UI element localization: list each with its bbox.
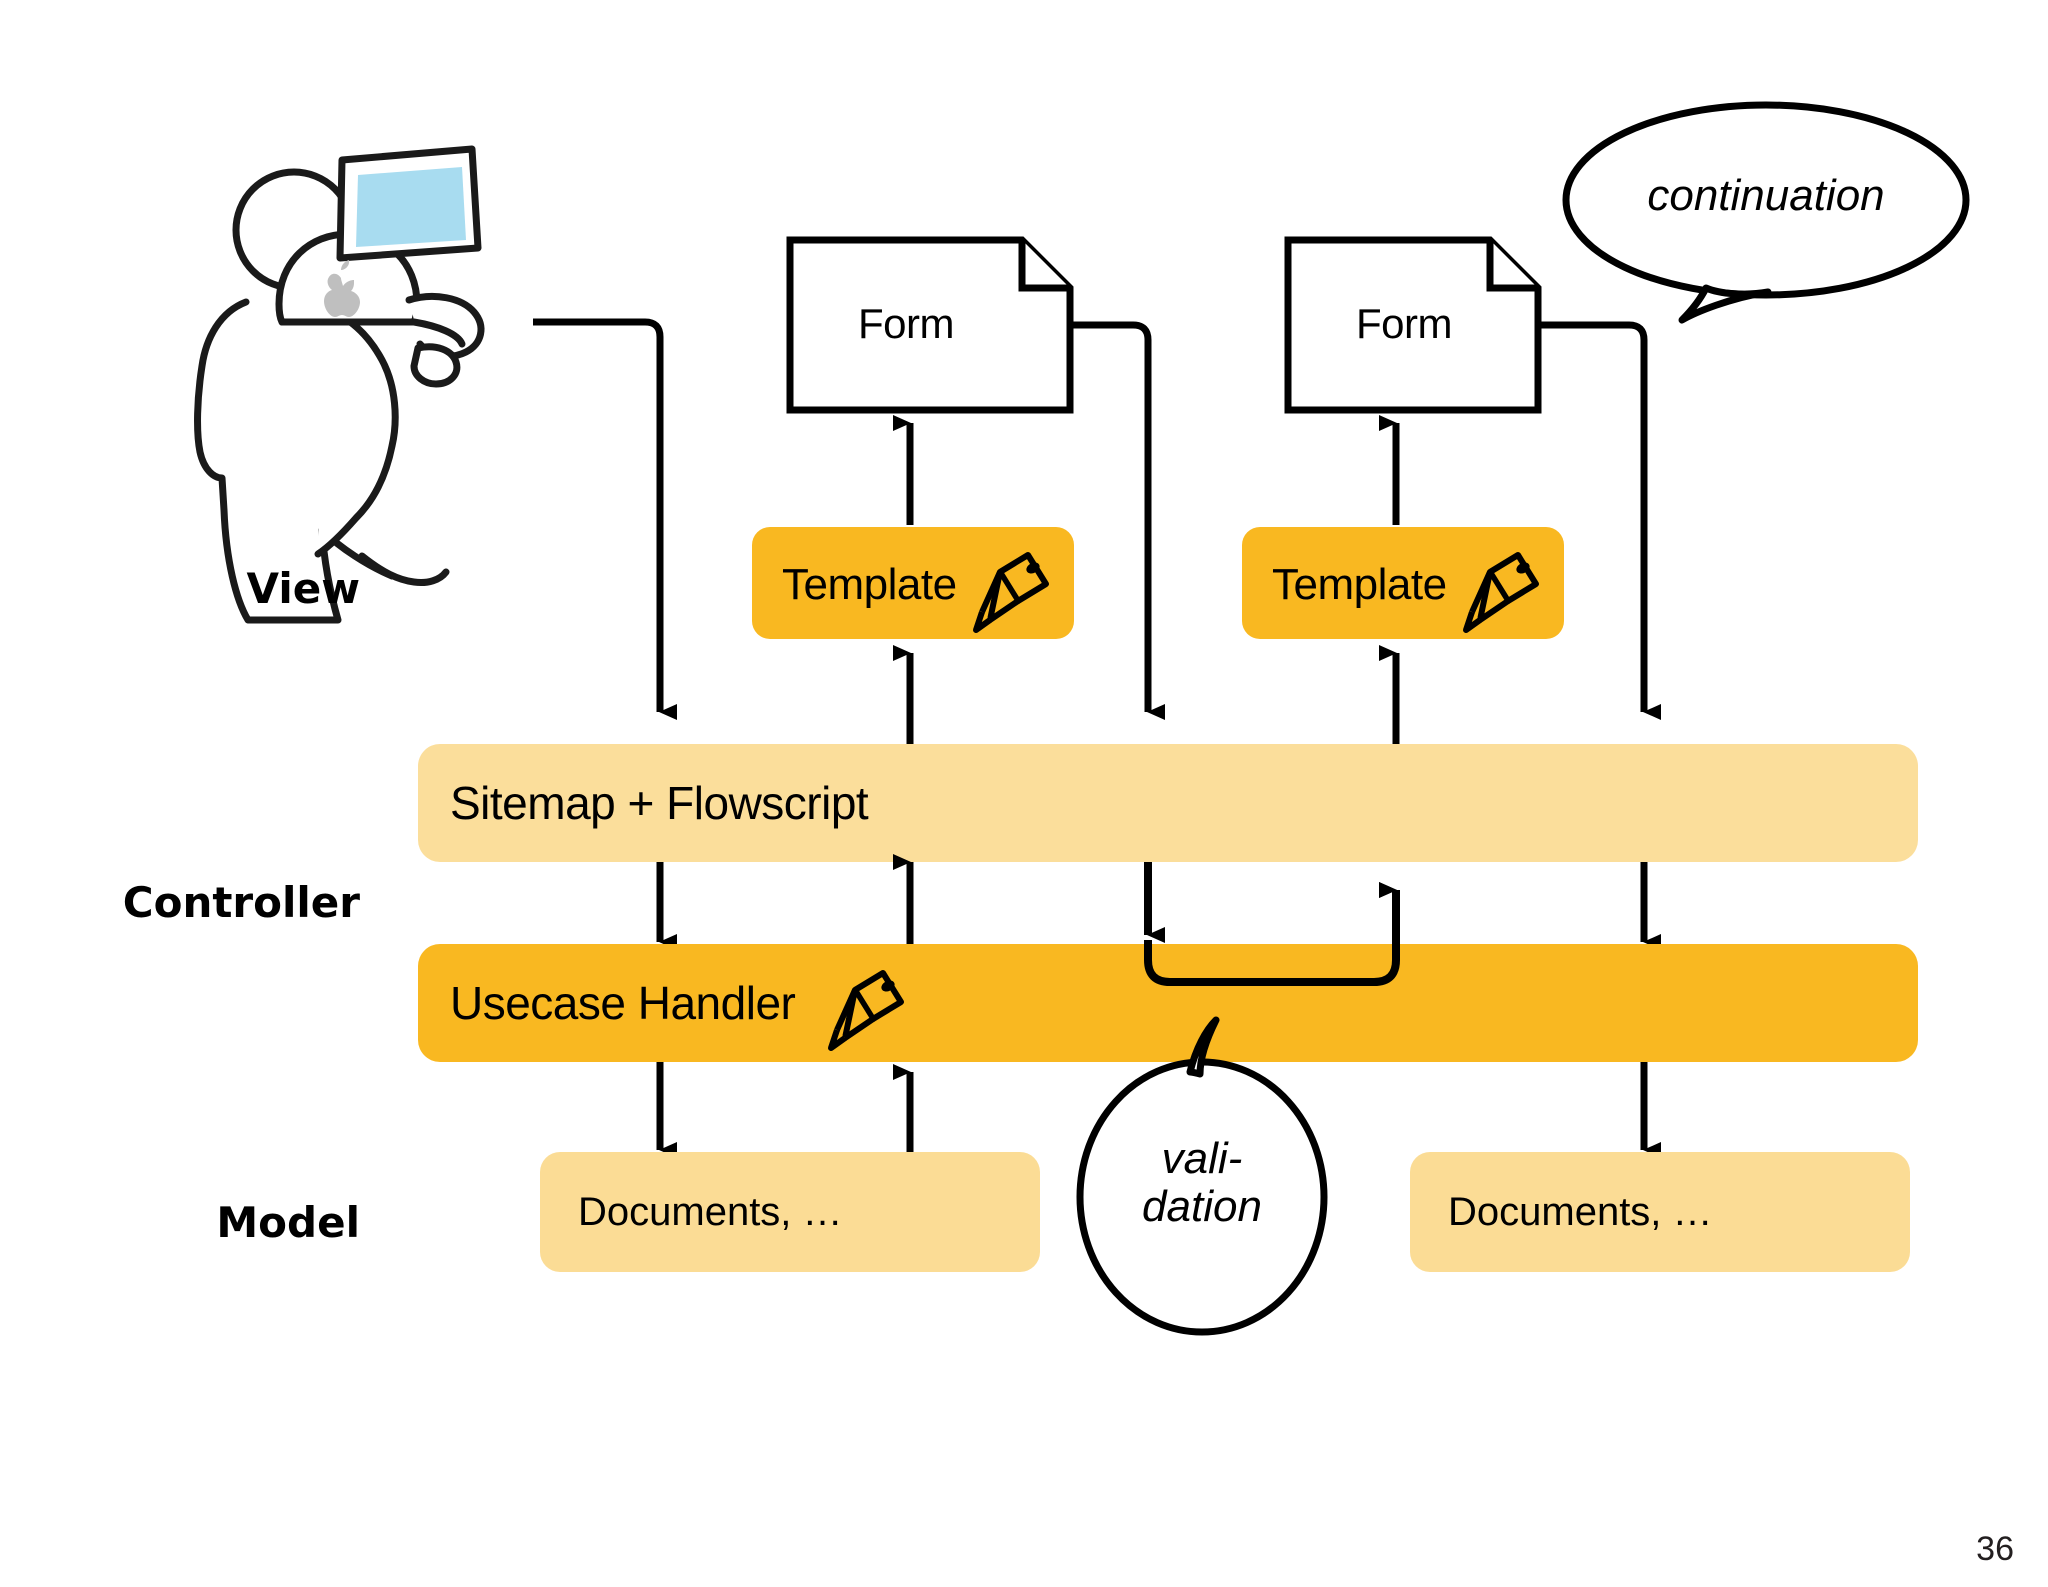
documents-left-box[interactable] [540,1152,1040,1272]
form-right-label: Form [1356,300,1453,347]
validation-line-1: vali- [1161,1134,1243,1183]
form-right-shape [1284,236,1542,414]
pencil-icon [1463,552,1539,633]
tier-label-model: Model [216,1198,360,1247]
page-number: 36 [1976,1530,2014,1568]
connector-form-right-to-sitemap [1538,321,1661,720]
documents-right-box[interactable] [1410,1152,1910,1272]
pencil-icon [973,552,1049,633]
template-right-label: Template [1272,560,1447,609]
continuation-bubble-shape [1562,101,1970,324]
usecase-handler-bar[interactable] [418,944,1918,1062]
apple-logo-icon [324,260,360,317]
form-left-label: Form [858,300,955,347]
validation-bubble-label: vali- dation [1082,1135,1322,1230]
validation-line-2: dation [1142,1181,1262,1231]
tier-label-view: View [246,564,360,613]
template-left-label: Template [782,560,957,609]
monitor-screen [356,167,466,247]
connector-validation-loop-overlay [1144,882,1400,986]
tier-label-controller: Controller [122,878,360,927]
sitemap-flowscript-label: Sitemap + Flowscript [450,777,869,829]
documents-left-label: Documents, … [578,1190,843,1234]
validation-bubble-shape [1076,1016,1328,1336]
usecase-handler-label: Usecase Handler [450,977,796,1029]
continuation-bubble-label: continuation [1647,171,1885,220]
pencil-icon [828,970,904,1051]
documents-right-label: Documents, … [1448,1190,1713,1234]
connector-actor-to-sitemap [533,318,677,720]
sitemap-flowscript-bar[interactable] [418,744,1918,862]
connector-form-left-to-sitemap [1070,321,1165,720]
form-left-shape [786,236,1074,414]
